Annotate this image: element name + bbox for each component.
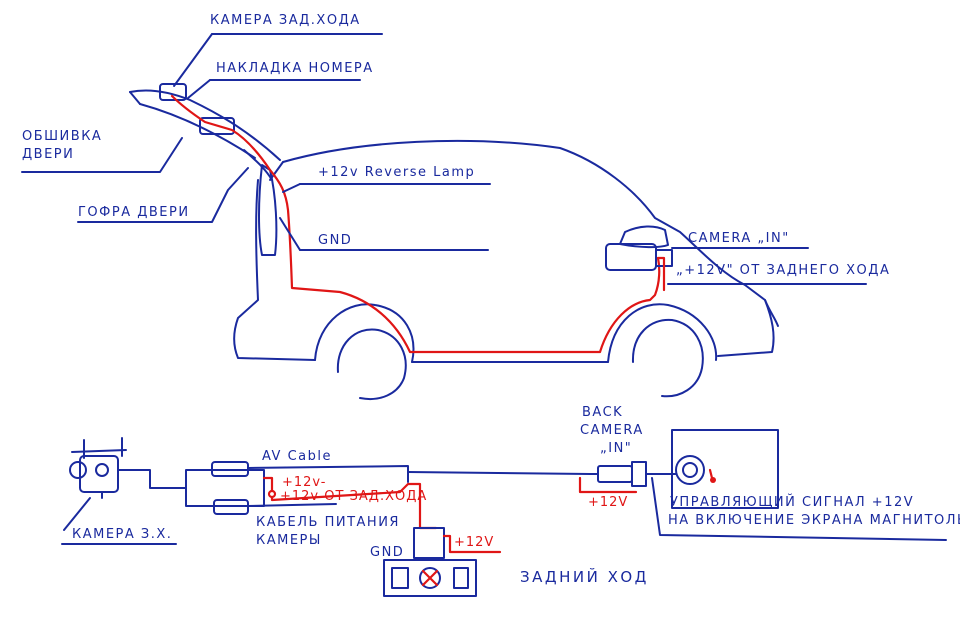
leader-line — [63, 491, 103, 531]
label-back-camera-2: CAMERA — [580, 423, 644, 438]
tailgate — [129, 83, 281, 256]
label-back-camera-1: BACK — [582, 405, 623, 420]
label-plus12-from-reverse-short: +12v ОТ ЗАД.ХОДА — [280, 489, 427, 504]
label-plus12-from-reverse: „+12V" ОТ ЗАДНЕГО ХОДА — [676, 263, 890, 278]
leader-line — [187, 79, 211, 99]
label-camera-rear: КАМЕРА ЗАД.ХОДА — [210, 13, 361, 28]
top-annotations: КАМЕРА ЗАД.ХОДА НАКЛАДКА НОМЕРА ОБШИВКА … — [21, 13, 890, 285]
camera-in-module — [605, 225, 673, 292]
leader-line — [282, 183, 301, 193]
label-reverse-lamp: +12v Reverse Lamp — [318, 165, 475, 180]
leader-line — [651, 477, 947, 541]
splitter-box — [185, 469, 265, 507]
label-plus12-small: +12v- — [282, 475, 326, 490]
label-control-signal-1: УПРАВЛЯЮЩИЙ СИГНАЛ +12V — [670, 494, 914, 510]
av-cable: AV Cable — [211, 449, 591, 515]
label-camera-in: CAMERA „IN" — [688, 231, 790, 246]
label-plate-cover: НАКЛАДКА НОМЕРА — [216, 61, 374, 76]
label-power-cable-2: КАМЕРЫ — [256, 533, 322, 548]
head-unit: УПРАВЛЯЮЩИЙ СИГНАЛ +12V НА ВКЛЮЧЕНИЕ ЭКР… — [651, 429, 960, 541]
car-body — [233, 139, 779, 400]
red-wire-tailgate — [170, 94, 661, 354]
label-power-cable-1: КАБЕЛЬ ПИТАНИЯ — [256, 515, 400, 530]
leader-line — [21, 137, 183, 173]
label-door-trim-1: ОБШИВКА — [22, 129, 102, 144]
back-camera-connector: BACK CAMERA „IN" +12V — [578, 405, 677, 510]
camera-zx-device: КАМЕРА З.Х. — [61, 437, 187, 545]
label-av-cable: AV Cable — [262, 449, 332, 464]
label-gnd-bottom: GND — [370, 545, 404, 560]
label-reverse-gear: ЗАДНИЙ ХОД — [520, 567, 649, 586]
label-gnd-top: GND — [318, 233, 352, 248]
leader-line — [77, 167, 249, 223]
label-plus12-lamp: +12V — [454, 535, 494, 550]
leader-line — [279, 217, 301, 251]
red-wire-lower: +12v- +12v ОТ ЗАД.ХОДА КАБЕЛЬ ПИТАНИЯ КА… — [256, 475, 438, 548]
label-camera-zx: КАМЕРА З.Х. — [72, 527, 172, 542]
label-plus12-red-lower: +12V — [588, 495, 628, 510]
label-door-trim-2: ДВЕРИ — [22, 147, 74, 162]
lower-schematic: КАМЕРА З.Х. AV Cable +12v- +12v ОТ ЗАД.Х… — [61, 405, 960, 597]
leader-line — [173, 33, 213, 87]
label-door-boot: ГОФРА ДВЕРИ — [78, 205, 190, 220]
label-control-signal-2: НА ВКЛЮЧЕНИЕ ЭКРАНА МАГНИТОЛЫ — [668, 513, 960, 528]
reverse-lamp-block: GND +12V ЗАДНИЙ ХОД — [370, 527, 649, 597]
label-back-camera-3: „IN" — [600, 441, 632, 456]
